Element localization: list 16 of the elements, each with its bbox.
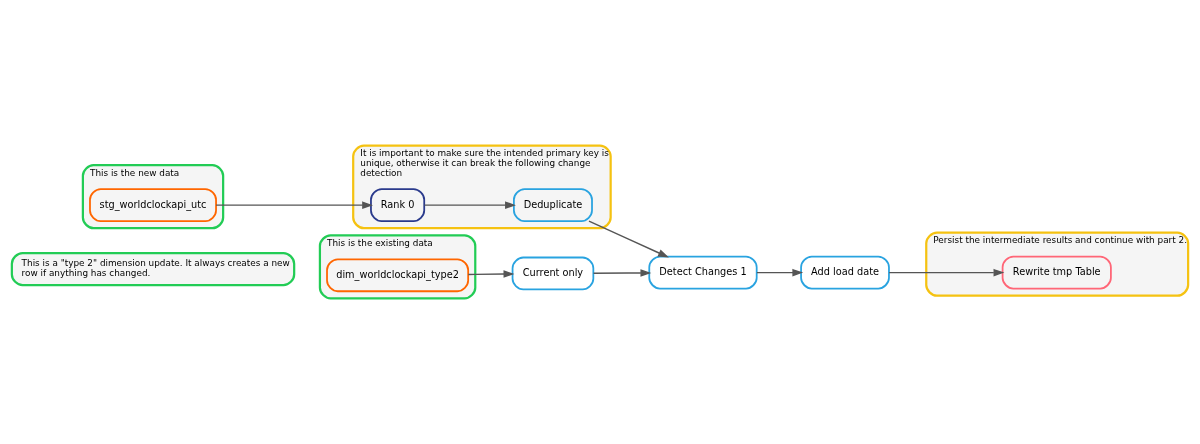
node-box: Current only xyxy=(511,256,595,291)
arrow xyxy=(592,269,652,277)
arrow xyxy=(888,268,1005,277)
node-box: dim_worldclockapi_type2 xyxy=(326,258,470,293)
arrow xyxy=(423,201,516,209)
node-box: Rank 0 xyxy=(370,188,426,222)
arrow xyxy=(467,270,515,278)
node-box: This is a "type 2" dimension update. It always creates a new row if anything has changed. xyxy=(10,251,296,287)
node-box: Detect Changes 1 xyxy=(648,255,758,290)
arrow xyxy=(215,201,373,209)
arrow xyxy=(756,268,804,277)
node-box: Add load date xyxy=(800,255,890,290)
node-box: Rewrite tmp Table xyxy=(1001,255,1112,290)
arrow xyxy=(588,220,669,258)
node-box: stg_worldclockapi_utc xyxy=(89,188,217,222)
node-box: Deduplicate xyxy=(513,188,593,222)
